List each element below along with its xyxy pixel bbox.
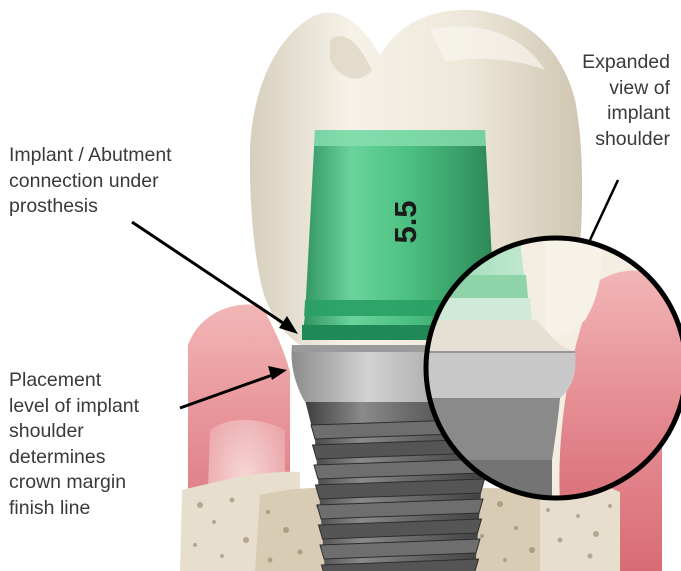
expanded-view-label: Expanded view of implant shoulder [582, 50, 670, 152]
placement-label-line: crown margin [9, 470, 139, 496]
expanded-label-line: Expanded [582, 50, 670, 76]
connection-label: Implant / Abutment connection under pros… [9, 143, 172, 220]
expanded-leader-line [590, 180, 618, 240]
connection-label-line: prosthesis [9, 194, 172, 220]
placement-label-line: finish line [9, 496, 139, 522]
placement-label: Placement level of implant shoulder dete… [9, 368, 139, 521]
expanded-label-line: view of [582, 76, 670, 102]
expanded-label-line: implant [582, 101, 670, 127]
expanded-label-line: shoulder [582, 127, 670, 153]
placement-label-line: shoulder [9, 419, 139, 445]
abutment-size-marker: 5.5 [388, 200, 423, 243]
placement-label-line: determines [9, 445, 139, 471]
placement-label-line: level of implant [9, 394, 139, 420]
connection-label-line: Implant / Abutment [9, 143, 172, 169]
connection-label-line: connection under [9, 169, 172, 195]
placement-label-line: Placement [9, 368, 139, 394]
